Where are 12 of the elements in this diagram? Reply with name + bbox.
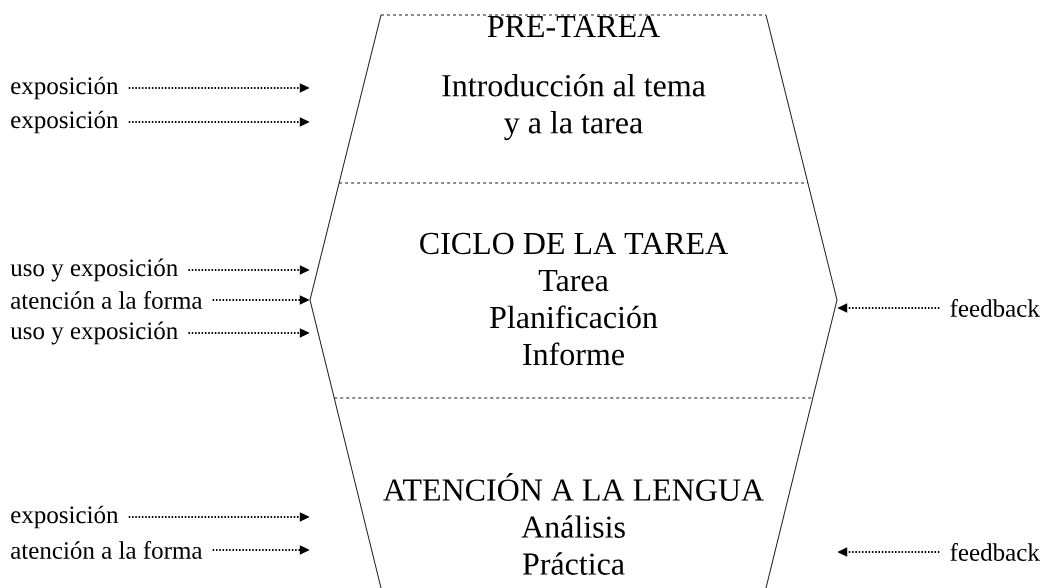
stage-band: PRE-TAREA Introducción al tema y a la tarea — [338, 14, 809, 184]
side-label: uso y exposición — [10, 321, 178, 345]
side-label: uso y exposición — [10, 258, 178, 282]
side-label: exposición — [11, 505, 119, 529]
side-label: feedback — [950, 543, 1040, 561]
side-label: exposición — [11, 110, 119, 134]
stage-band: ATENCIÓN A LA LENGUA Análisis Práctica — [333, 397, 814, 588]
side-label: exposición — [11, 76, 119, 100]
side-label: feedback — [950, 299, 1040, 317]
side-label: atención a la forma — [11, 541, 203, 559]
stage-band: CICLO DE LA TAREA Tarea Planificación Informe — [309, 182, 838, 399]
side-label: atención a la forma — [11, 291, 203, 309]
